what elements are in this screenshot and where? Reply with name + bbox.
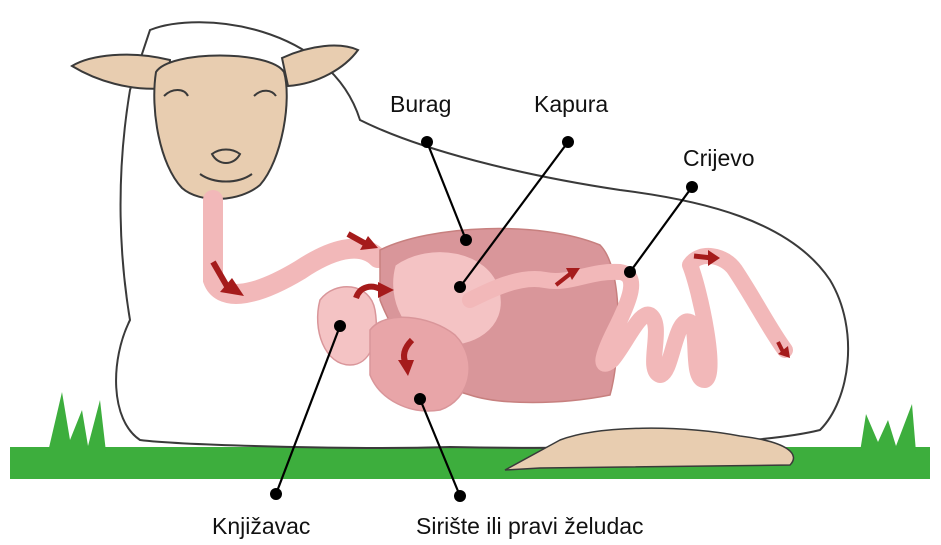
label-knjizavac: Knjižavac <box>212 513 310 539</box>
grass-tuft-right <box>860 404 916 452</box>
label-siriste: Sirište ili pravi želudac <box>416 513 644 539</box>
sheep-face <box>154 56 286 199</box>
label-kapura: Kapura <box>534 91 608 117</box>
label-crijevo: Crijevo <box>683 145 755 171</box>
grass-tuft-left <box>48 392 106 452</box>
label-burag: Burag <box>390 91 451 117</box>
